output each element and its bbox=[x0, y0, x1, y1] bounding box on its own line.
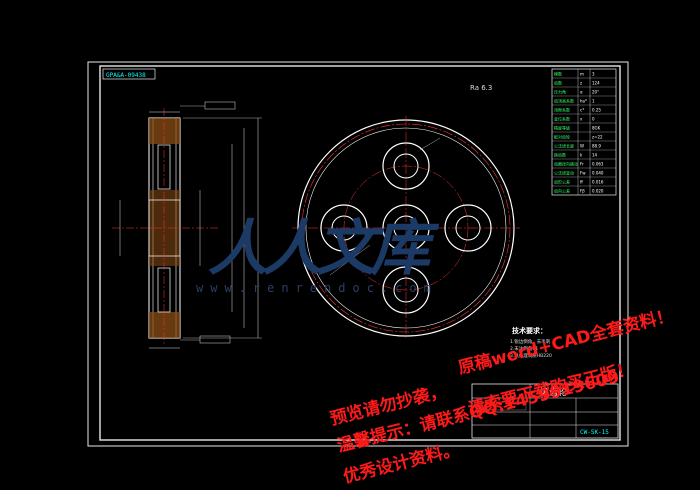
param-cell: x bbox=[580, 117, 583, 122]
param-cell: z bbox=[580, 81, 582, 86]
param-cell: 14 bbox=[592, 153, 598, 158]
title-block: 滚齿轮 CW-SK-15 bbox=[471, 383, 619, 439]
param-cell: 0.020 bbox=[592, 189, 604, 194]
param-cell: α bbox=[580, 90, 583, 95]
tech-line-3: 3.热处理调质HB220 bbox=[510, 352, 552, 359]
param-cell: z=22 bbox=[592, 135, 603, 140]
param-cell: Fr bbox=[580, 162, 584, 167]
param-cell: 公法线长度 bbox=[554, 143, 574, 149]
param-cell: ha* bbox=[580, 99, 587, 104]
param-cell: 齿顶高系数 bbox=[554, 98, 574, 104]
param-cell: 3 bbox=[592, 72, 595, 77]
param-cell: 变位系数 bbox=[554, 116, 570, 122]
watermark-site: www.renrendoc.com bbox=[196, 281, 438, 295]
param-cell: m bbox=[580, 72, 584, 77]
param-cell: 齿圈径向跳动 bbox=[554, 161, 578, 167]
param-cell: ff bbox=[580, 180, 583, 185]
param-cell: 88.9 bbox=[592, 144, 601, 149]
param-cell: 1 bbox=[592, 99, 595, 104]
param-cell: 精度等级 bbox=[554, 125, 570, 131]
param-cell: 0.25 bbox=[592, 108, 601, 113]
param-cell: 0.063 bbox=[592, 162, 604, 167]
param-cell: 20° bbox=[592, 90, 599, 95]
param-cell: Fβ bbox=[580, 189, 585, 194]
param-cell: 齿向公差 bbox=[554, 188, 570, 194]
param-cell: 顶隙系数 bbox=[554, 107, 570, 113]
param-cell: Fw bbox=[580, 171, 586, 176]
param-cell: c* bbox=[580, 108, 584, 113]
param-cell: W bbox=[580, 144, 584, 149]
watermark-logo: 人人文库 bbox=[208, 214, 430, 284]
tag-box bbox=[102, 68, 156, 80]
top-left-tag: GPA&A-09438 bbox=[106, 72, 146, 79]
tech-line-1: 1.锐边倒角，去毛刺 bbox=[510, 338, 551, 345]
outer-frame bbox=[87, 61, 629, 447]
param-cell: 齿形公差 bbox=[554, 179, 570, 185]
drawing-number: CW-SK-15 bbox=[580, 429, 609, 436]
param-cell: 公法线变动 bbox=[554, 170, 574, 176]
param-cell: 124 bbox=[592, 81, 600, 86]
param-cell: 0 bbox=[592, 117, 595, 122]
param-cell: k bbox=[580, 153, 583, 158]
param-cell: 压力角 bbox=[554, 89, 566, 95]
tech-heading: 技术要求： bbox=[512, 326, 547, 335]
part-name: 滚齿轮 bbox=[540, 386, 567, 398]
param-cell: 模数 bbox=[554, 71, 562, 77]
side-view bbox=[112, 101, 262, 349]
roughness-mark: Ra 6.3 bbox=[470, 84, 492, 92]
param-cell: 跨齿数 bbox=[554, 152, 566, 158]
param-cell: 8GK bbox=[592, 126, 601, 131]
inner-frame bbox=[99, 65, 621, 441]
front-view bbox=[292, 116, 520, 340]
param-cell: 0.016 bbox=[592, 180, 604, 185]
param-cell: 0.040 bbox=[592, 171, 604, 176]
tech-line-2: 2.未注倒角C1 bbox=[510, 345, 538, 352]
param-table: 模数 m 3 齿数 z 124 压力角 α 20° 齿顶高系数 ha* 1 顶隙系数 c* 0.25 变位系数… bbox=[551, 68, 617, 196]
param-cell: 配对齿轮 bbox=[554, 134, 570, 140]
tech-requirements: 技术要求： 1.锐边倒角，去毛刺 2.未注倒角C1 3.热处理调质HB220 bbox=[510, 326, 552, 359]
param-cell: 齿数 bbox=[554, 80, 562, 86]
